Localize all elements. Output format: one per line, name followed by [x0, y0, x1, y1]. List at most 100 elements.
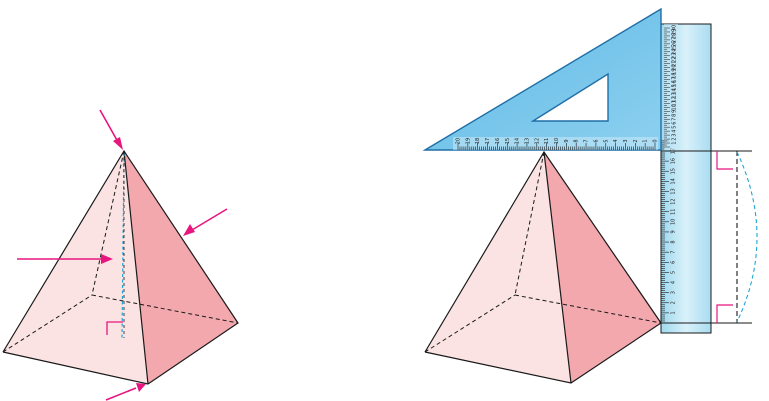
set-square-h-label: 0: [653, 139, 659, 142]
set-square-v-label: 21: [672, 61, 678, 67]
set-square-h-label: 20: [456, 138, 462, 144]
set-square-body: [422, 7, 662, 151]
set-square-v-label: 5: [672, 126, 678, 129]
right-pyramid-front-edge: [543, 151, 572, 384]
set-square-v-label: 1: [672, 141, 678, 144]
set-square-h-label: 12: [534, 138, 540, 144]
set-square-h-label: 16: [495, 138, 501, 144]
set-square-v-label: 10: [672, 104, 678, 110]
set-square-v-label: 26: [672, 41, 678, 47]
set-square-horizontal-scale-strip: [453, 137, 658, 150]
arrow-to-right-face-icon: [183, 208, 228, 236]
set-square-v-label: 17: [672, 76, 678, 82]
right-pyramid-left-face: [425, 152, 571, 383]
ruler-tick-label: 14: [671, 178, 677, 184]
set-square-v-label: 11: [672, 100, 678, 106]
set-square-h-label: 8: [574, 139, 580, 142]
ruler-tick-label: 16: [671, 158, 677, 164]
set-square-h-label: 15: [505, 138, 511, 144]
ruler-tick-label: 12: [671, 198, 677, 204]
set-square-v-label: 16: [672, 80, 678, 86]
set-square-vertical-scale-strip: [664, 24, 678, 150]
set-square-v-label: 4: [672, 130, 678, 133]
set-square-v-label: 28: [672, 33, 678, 39]
right-pyramid-hidden-edges: [424, 151, 662, 353]
set-square-vertical-labels: 1234567891011121314151617181920212223242…: [672, 25, 678, 145]
bottom-right-angle-marker: [716, 304, 733, 323]
ruler-tick-label: 1: [671, 311, 677, 314]
left-pyramid-left-face: [3, 151, 148, 384]
set-square-h-label: 11: [544, 138, 550, 144]
set-square-v-label: 14: [672, 88, 678, 94]
left-arrows: [17, 109, 228, 401]
set-square-v-label: 20: [672, 64, 678, 70]
arrow-to-left-face-icon: [17, 254, 113, 264]
set-square-v-label: 13: [672, 92, 678, 98]
set-square-h-label: 2: [633, 139, 639, 142]
ruler-tick-label: 9: [671, 230, 677, 233]
set-square-horizontal-ticks: [457, 143, 656, 150]
set-square-h-label: 1: [643, 139, 649, 142]
ruler-tick-label: 10: [671, 219, 677, 225]
ruler-tick-label: 3: [671, 291, 677, 294]
ruler-tick-label: 5: [671, 271, 677, 274]
ruler-tick-label: 15: [671, 168, 677, 174]
set-square-v-label: 2: [672, 137, 678, 140]
ruler-tick-label: 7: [671, 251, 677, 254]
arrow-to-base-corner-icon: [105, 383, 146, 401]
left-pyramid-height-line: [121, 152, 125, 339]
set-square-vertical-ticks: [664, 27, 670, 148]
ruler-tick-label: 2: [671, 301, 677, 304]
left-right-angle-marker: [106, 321, 123, 335]
set-square-v-label: 24: [672, 49, 678, 55]
top-right-angle-marker: [716, 151, 733, 170]
set-square-v-label: 30: [672, 25, 678, 31]
set-square-v-label: 23: [672, 53, 678, 59]
set-square-v-label: 7: [672, 118, 678, 121]
set-square-h-label: 14: [515, 138, 521, 144]
set-square-v-label: 3: [672, 134, 678, 137]
set-square-v-label: 22: [672, 57, 678, 63]
set-square-v-label: 18: [672, 72, 678, 78]
set-square-v-label: 15: [672, 84, 678, 90]
set-square-v-label: 8: [672, 114, 678, 117]
ruler-tick-label: 6: [671, 261, 677, 264]
set-square-v-label: 6: [672, 122, 678, 125]
right-pyramid-right-face: [544, 152, 661, 383]
height-indicator: [661, 150, 758, 324]
set-square-v-label: 9: [672, 110, 678, 113]
set-square-h-label: 10: [554, 138, 560, 144]
set-square-h-label: 7: [584, 139, 590, 142]
ruler-body: [660, 23, 712, 334]
ruler-tick-label: 4: [671, 281, 677, 284]
set-square-v-label: 29: [672, 29, 678, 35]
left-pyramid-hidden-edges: [2, 150, 239, 353]
ruler-tick-label: 13: [671, 188, 677, 194]
set-square-h-label: 17: [485, 138, 491, 144]
arrow-to-apex-icon: [99, 109, 123, 150]
set-square-h-label: 5: [603, 139, 609, 142]
set-square-h-label: 6: [593, 139, 599, 142]
set-square-v-label: 12: [672, 96, 678, 102]
set-square-h-label: 18: [475, 138, 481, 144]
set-square-v-label: 25: [672, 45, 678, 51]
set-square-h-label: 13: [524, 138, 530, 144]
set-square-h-label: 19: [465, 138, 471, 144]
ruler-tick-label: 8: [671, 240, 677, 243]
ruler-tick-label: 11: [671, 209, 677, 215]
set-square-v-label: 27: [672, 37, 678, 43]
set-square-h-label: 4: [613, 139, 619, 142]
right-pyramid: [424, 150, 662, 384]
set-square-h-label: 3: [623, 139, 629, 142]
left-pyramid-front-edge: [123, 150, 149, 385]
set-square-v-label: 19: [672, 68, 678, 74]
left-pyramid: [2, 109, 239, 401]
height-curly-bracket: [736, 151, 758, 323]
ruler-ticks: [661, 140, 669, 324]
set-square-h-label: 9: [564, 139, 570, 142]
left-pyramid-right-face: [124, 151, 238, 384]
